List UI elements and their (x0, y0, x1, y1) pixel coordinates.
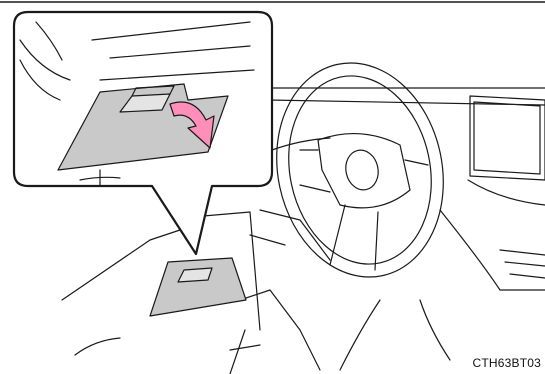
figure-code: CTH63BT03 (473, 356, 542, 370)
steering-wheel (257, 47, 462, 292)
dashboard-outline (230, 88, 545, 370)
cover-panel-scene (150, 258, 246, 316)
